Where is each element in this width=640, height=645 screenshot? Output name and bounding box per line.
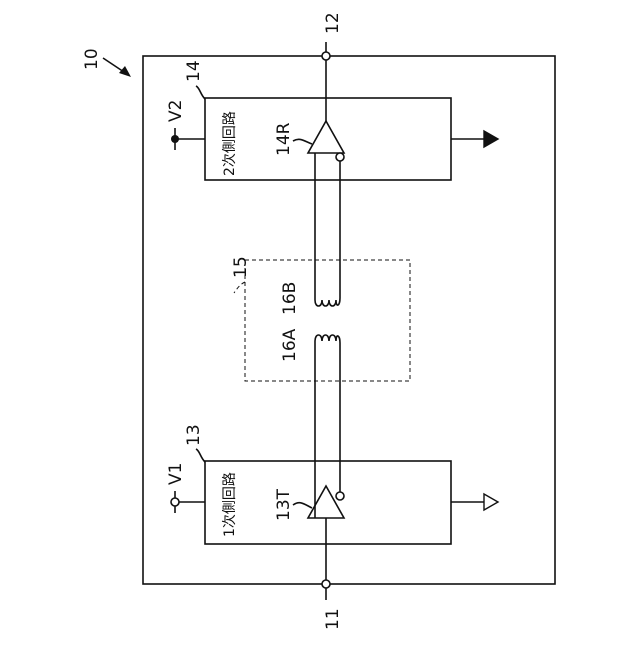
supply-v2-label: V2 [166,100,186,122]
primary-block-label: 13 [184,424,204,446]
primary-circuit-label: 1次側回路 [222,472,238,537]
receiver-bubble [336,153,344,161]
terminal-12-node [322,52,330,60]
terminal-11-node [322,580,330,588]
transformer-label: 15 [231,256,251,278]
terminal-11-label: 11 [323,608,343,630]
supply-v1-label: V1 [166,463,186,485]
receiver-label: 14R [274,122,294,156]
supply-v2-node [171,135,179,143]
secondary-circuit-label: 2次側回路 [222,111,238,176]
transmitter-label: 13T [274,488,294,521]
device-label-arrowhead [119,66,131,77]
coil-a-label: 16A [280,328,300,362]
coil-b-label: 16B [280,282,300,315]
terminal-12-label: 12 [323,12,343,34]
secondary-block-label: 14 [184,60,204,82]
device-label: 10 [82,48,102,70]
supply-v1-node [171,498,179,506]
transmitter-bubble [336,492,344,500]
